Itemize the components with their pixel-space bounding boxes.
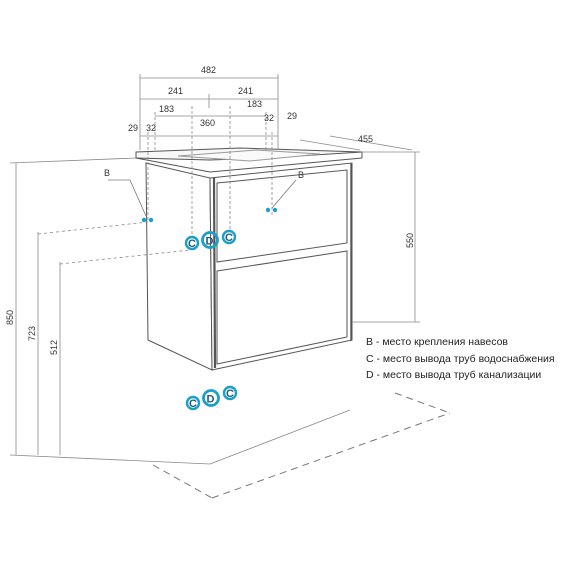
dim-550: 550 (405, 233, 415, 248)
dim-183-right: 183 (247, 99, 262, 109)
dim-241-right: 241 (238, 86, 253, 96)
pipe-markers-floor: C D C (185, 385, 238, 411)
dim-482: 482 (201, 65, 216, 75)
dim-29-left: 29 (128, 123, 138, 133)
legend-item-b: B - место крепления навесов (366, 336, 508, 348)
dim-455: 455 (358, 134, 373, 144)
label-b-right: B (298, 170, 304, 180)
marker-c-floor-left: C (189, 398, 197, 410)
left-dimension-lines (15, 163, 191, 455)
hook-point-left-b (148, 217, 154, 223)
label-b: B (104, 168, 110, 178)
legend-item-c: C - место вывода труб водоснабжения (366, 353, 555, 365)
hook-points (108, 179, 297, 223)
marker-c-floor-right: C (226, 388, 234, 400)
dim-512: 512 (49, 340, 59, 355)
hook-point-left-a (141, 217, 147, 223)
hook-point-right-a (265, 207, 271, 213)
hook-point-right-b (272, 207, 278, 213)
cabinet (135, 147, 363, 371)
dim-32-right: 32 (264, 113, 274, 123)
floor-outline (152, 392, 451, 499)
marker-c-upper-right: C (225, 232, 233, 244)
wall-lines (9, 157, 351, 465)
dim-723: 723 (27, 326, 37, 341)
dim-241-left: 241 (168, 86, 183, 96)
dim-29-right: 29 (287, 111, 297, 121)
dim-183-left: 183 (159, 104, 174, 114)
right-dimension-lines (352, 151, 420, 323)
legend: B - место крепления навесов C - место вы… (366, 336, 555, 381)
marker-d-upper: D (206, 236, 214, 248)
marker-d-floor: D (207, 394, 215, 406)
marker-c-upper-left: C (188, 238, 196, 250)
dim-850: 850 (5, 310, 15, 325)
top-dimension-lines (139, 74, 413, 236)
legend-item-d: D - место вывода труб канализации (366, 369, 541, 381)
dim-32-left: 32 (146, 123, 156, 133)
pipe-markers-upper: C D C (184, 229, 237, 251)
dim-360: 360 (200, 118, 215, 128)
